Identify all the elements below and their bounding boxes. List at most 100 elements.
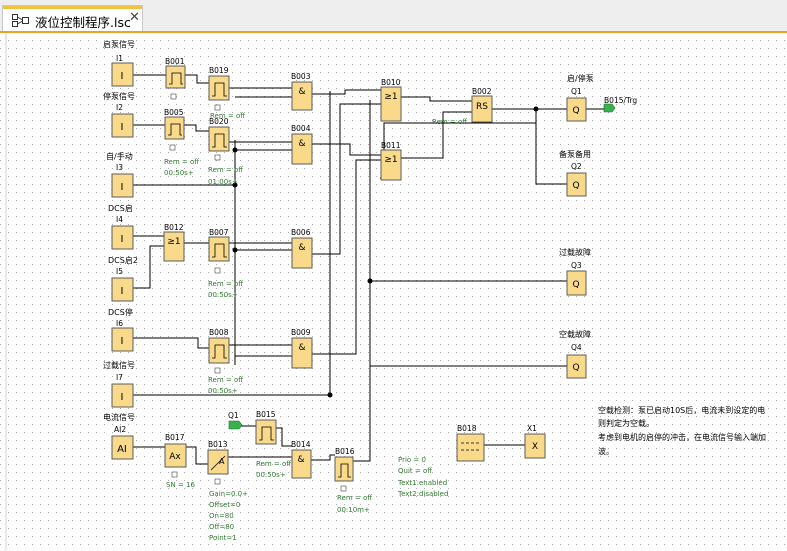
output-q4[interactable]: Q Q4 空载故障 <box>559 329 591 379</box>
block-b007[interactable]: B007 Rem = off 00:50s+ <box>208 228 243 299</box>
svg-text:空载故障: 空载故障 <box>559 329 591 339</box>
block-b017[interactable]: Ax B017 SN = 16 <box>164 433 195 489</box>
block-b012[interactable]: ≥1 B012 <box>163 223 185 262</box>
block-b018[interactable]: B018 Prio = 0 Quit = off Text1:enabled T… <box>397 424 485 498</box>
svg-text:B015: B015 <box>256 410 276 419</box>
block-b015[interactable]: B015 Rem = off 00:50s+ <box>255 410 291 479</box>
block-b016[interactable]: B016 Rem = off 00:10m+ <box>334 447 372 514</box>
block-x1[interactable]: X X1 <box>524 424 546 459</box>
svg-text:I2: I2 <box>116 103 123 112</box>
svg-text:B003: B003 <box>291 72 311 81</box>
svg-text:B006: B006 <box>291 228 311 237</box>
input-i3[interactable]: I I3 自/手动 <box>106 151 134 198</box>
block-b020[interactable]: B020 Rem = off 01:00s+ <box>208 117 243 186</box>
svg-text:B013: B013 <box>208 440 228 449</box>
fbd-canvas[interactable]: I I1 启泵信号 I I2 停泵信号 I I3 自/手动 I I4 DCS启 <box>0 33 787 551</box>
svg-text:I: I <box>121 71 124 82</box>
svg-text:Ax: Ax <box>169 452 181 462</box>
svg-text:B001: B001 <box>165 57 185 66</box>
tab-active-strip <box>3 6 142 9</box>
svg-text:A: A <box>219 457 225 466</box>
svg-text:&: & <box>298 243 305 253</box>
document-tab[interactable]: 液位控制程序.lsc ✕ <box>2 5 143 32</box>
svg-text:I6: I6 <box>116 319 123 328</box>
svg-text:Q1: Q1 <box>228 411 239 420</box>
block-b006[interactable]: & B006 <box>291 228 313 269</box>
junctions <box>232 106 539 398</box>
svg-text:启/停泵: 启/停泵 <box>567 73 594 83</box>
svg-text:Text2:disabled: Text2:disabled <box>397 490 448 498</box>
svg-text:Offset=0: Offset=0 <box>209 501 240 509</box>
svg-text:Gain=0.0+: Gain=0.0+ <box>209 490 248 498</box>
svg-text:B010: B010 <box>381 78 401 87</box>
output-q3[interactable]: Q Q3 过载故障 <box>559 247 591 296</box>
svg-text:Quit = off: Quit = off <box>398 467 432 475</box>
svg-text:00:50s+: 00:50s+ <box>164 169 194 177</box>
svg-text:B015/Trg: B015/Trg <box>604 96 637 105</box>
svg-text:Q: Q <box>572 181 579 191</box>
tab-title: 液位控制程序.lsc <box>35 15 131 30</box>
svg-text:停泵信号: 停泵信号 <box>103 91 135 101</box>
svg-text:I: I <box>121 234 124 245</box>
close-icon[interactable]: ✕ <box>129 10 140 25</box>
svg-text:电流信号: 电流信号 <box>103 412 135 422</box>
svg-text:过载信号: 过载信号 <box>103 360 135 370</box>
svg-text:则判定为空载。: 则判定为空载。 <box>598 418 654 428</box>
input-i7[interactable]: I I7 过载信号 <box>103 360 135 408</box>
svg-text:Rem = off: Rem = off <box>210 112 245 120</box>
svg-text:B005: B005 <box>164 108 184 117</box>
svg-text:Q2: Q2 <box>571 162 582 171</box>
svg-text:B020: B020 <box>209 117 229 126</box>
input-i5[interactable]: I I5 DCS启2 <box>108 255 138 302</box>
svg-text:01:00s+: 01:00s+ <box>208 178 238 186</box>
svg-text:≥1: ≥1 <box>384 92 397 102</box>
block-b013[interactable]: A B013 Gain=0.0+ Offset=0 On=80 Off=80 P… <box>207 440 248 542</box>
input-i1[interactable]: I I1 启泵信号 <box>103 39 135 87</box>
input-ai2[interactable]: AI AI2 电流信号 <box>103 412 135 460</box>
input-i4[interactable]: I I4 DCS启 <box>108 203 134 250</box>
svg-text:&: & <box>298 343 305 353</box>
flag-b015-trg[interactable]: B015/Trg <box>603 96 637 113</box>
block-b011[interactable]: ≥1 B011 <box>380 141 402 181</box>
block-b004[interactable]: & B004 <box>291 124 313 165</box>
svg-text:≥1: ≥1 <box>167 237 180 247</box>
block-b001[interactable]: B001 <box>165 57 186 100</box>
svg-text:X: X <box>532 442 538 452</box>
svg-text:空载检测：泵已启动10S后，电流未到设定的电: 空载检测：泵已启动10S后，电流未到设定的电 <box>598 405 765 415</box>
svg-text:Q1: Q1 <box>571 87 582 96</box>
svg-text:I5: I5 <box>116 267 123 276</box>
svg-text:≥1: ≥1 <box>384 155 397 165</box>
svg-text:00:10m+: 00:10m+ <box>337 506 370 514</box>
svg-text:I7: I7 <box>116 373 123 382</box>
svg-text:B004: B004 <box>291 124 311 133</box>
block-b019[interactable]: B019 Rem = off <box>208 66 245 120</box>
svg-text:Rem = off: Rem = off <box>208 376 243 384</box>
svg-text:I: I <box>121 286 124 297</box>
flag-q1-input[interactable]: Q1 <box>228 411 243 430</box>
svg-text:B014: B014 <box>291 440 311 449</box>
input-i6[interactable]: I I6 DCS停 <box>108 307 134 352</box>
block-b014[interactable]: & B014 <box>291 440 312 479</box>
svg-text:Rem = off: Rem = off <box>256 460 291 468</box>
svg-text:Rem = off: Rem = off <box>432 118 467 126</box>
svg-text:DCS启: DCS启 <box>108 203 133 213</box>
output-q2[interactable]: Q Q2 备泵备用 <box>559 149 591 197</box>
block-b002[interactable]: RS B002 Rem = off <box>432 87 493 126</box>
block-b009[interactable]: & B009 <box>291 328 313 369</box>
output-q1[interactable]: Q Q1 启/停泵 <box>566 73 594 122</box>
svg-text:B011: B011 <box>381 141 401 150</box>
svg-text:&: & <box>297 455 304 465</box>
svg-text:B019: B019 <box>209 66 229 75</box>
svg-text:00:50s+: 00:50s+ <box>256 471 286 479</box>
block-b005[interactable]: B005 Rem = off 00:50s+ <box>164 108 199 177</box>
svg-text:Rem = off: Rem = off <box>208 166 243 174</box>
svg-text:00:50s+: 00:50s+ <box>208 387 238 395</box>
svg-text:I: I <box>121 336 124 347</box>
block-b008[interactable]: B008 Rem = off 00:50s+ <box>208 328 243 395</box>
comment-note: 空载检测：泵已启动10S后，电流未到设定的电 则判定为空载。 考虑到电机的启停的… <box>598 405 766 456</box>
block-b003[interactable]: & B003 <box>291 72 313 111</box>
svg-text:I: I <box>121 122 124 133</box>
svg-text:On=80: On=80 <box>209 512 234 520</box>
input-i2[interactable]: I I2 停泵信号 <box>103 91 135 138</box>
block-b010[interactable]: ≥1 B010 <box>380 78 402 122</box>
